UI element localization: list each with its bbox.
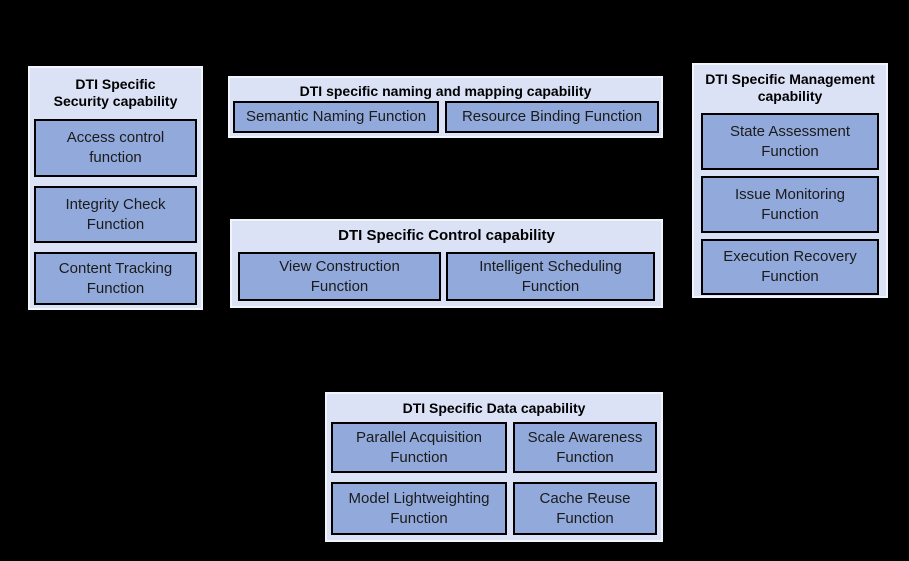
function-box-scale-awareness: Scale Awareness Function [513,422,657,473]
management-capability-title: DTI Specific Management capability [705,71,875,104]
function-box-content-tracking: Content Tracking Function [34,252,197,305]
data-capability-title: DTI Specific Data capability [402,400,586,416]
function-box-intelligent-scheduling: Intelligent Scheduling Function [446,252,655,301]
naming-mapping-capability-title: DTI specific naming and mapping capabili… [299,83,592,99]
control-capability-group: DTI Specific Control capability View Con… [230,219,663,308]
function-box-semantic-naming: Semantic Naming Function [233,101,439,133]
function-box-state-assessment: State Assessment Function [701,113,879,170]
function-box-view-construction: View Construction Function [238,252,441,301]
control-capability-title: DTI Specific Control capability [338,227,555,244]
function-box-integrity-check: Integrity Check Function [34,186,197,243]
function-box-issue-monitoring: Issue Monitoring Function [701,176,879,233]
security-capability-group: DTI Specific Security capability Access … [28,66,203,310]
function-box-parallel-acquisition: Parallel Acquisition Function [331,422,507,473]
function-box-access-control: Access control function [34,119,197,177]
function-box-cache-reuse: Cache Reuse Function [513,482,657,535]
function-box-execution-recovery: Execution Recovery Function [701,239,879,295]
function-box-resource-binding: Resource Binding Function [445,101,659,133]
function-box-model-lightweighting: Model Lightweighting Function [331,482,507,535]
management-capability-group: DTI Specific Management capability State… [692,63,888,298]
security-capability-title: DTI Specific Security capability [53,76,178,109]
data-capability-group: DTI Specific Data capability Parallel Ac… [325,392,663,542]
naming-mapping-capability-group: DTI specific naming and mapping capabili… [228,76,663,138]
